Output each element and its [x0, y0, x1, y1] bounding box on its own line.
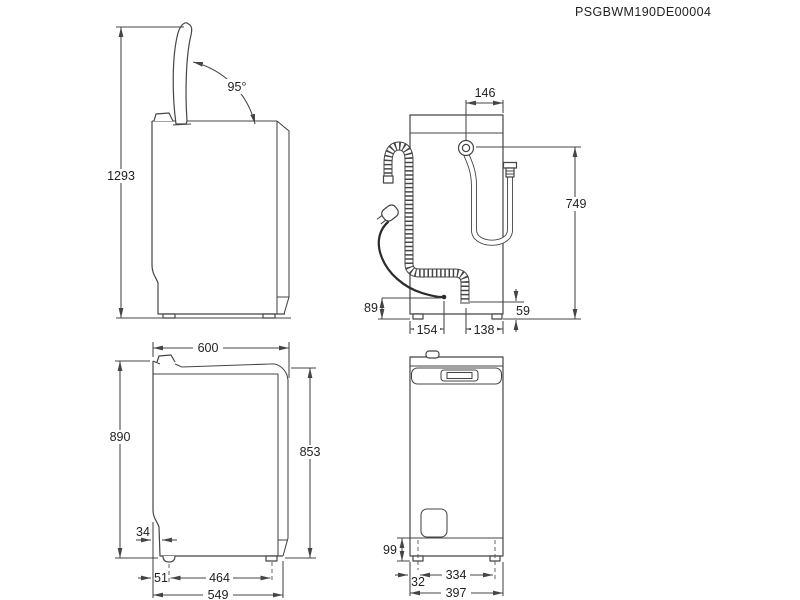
- dim-hose-height: 59: [516, 304, 530, 318]
- inlet-connector-center: [461, 143, 471, 153]
- dim-feet-span: 464: [209, 571, 230, 585]
- label-bg: [561, 197, 590, 211]
- front-foot: [162, 555, 176, 563]
- cord-end: [441, 294, 447, 300]
- dim-total-height: 1293: [107, 169, 135, 183]
- view-rear: 146 749 89 59 154 138: [364, 86, 590, 337]
- label-bg: [295, 445, 325, 459]
- open-lid: [172, 22, 193, 125]
- ext-line: [409, 562, 504, 596]
- program-knob: [425, 350, 440, 359]
- dim-depth: 600: [198, 341, 219, 355]
- lid-edge-band: [410, 367, 503, 385]
- dim-base-depth: 549: [208, 588, 229, 600]
- view-side-closed: 600 890 853 34 51 464 549: [105, 341, 325, 600]
- label-bg: [223, 79, 251, 94]
- document-code: PSGBWM190DE00004: [575, 5, 711, 19]
- view-side-open: 95° 1293: [105, 22, 291, 319]
- dim-cord-height: 89: [364, 301, 378, 315]
- ext-line: [285, 367, 316, 559]
- lid-hinge-line: [172, 123, 192, 126]
- label-bg: [203, 588, 233, 600]
- foot: [491, 313, 503, 320]
- control-knob-bump: [156, 354, 176, 363]
- ext-line: [476, 146, 581, 320]
- label-bg: [105, 430, 135, 444]
- power-plug-icon: [376, 204, 399, 225]
- foot: [162, 313, 176, 319]
- ext-line: [397, 537, 410, 562]
- rear-body-outline: [409, 114, 504, 315]
- dim-foot-offset: 32: [411, 575, 425, 589]
- body-front-outline: [151, 121, 285, 315]
- dim-inlet-height: 749: [566, 197, 587, 211]
- foot: [262, 313, 276, 319]
- latch-bump: [153, 112, 174, 122]
- dim-front-foot-offset: 51: [154, 571, 168, 585]
- body-front-outline: [152, 361, 283, 557]
- rear-foot: [265, 555, 278, 562]
- dim-hose-span: 138: [474, 323, 495, 337]
- body-top-back-outline: [152, 360, 289, 557]
- dim-front-inset: 34: [136, 525, 150, 539]
- label-bg: [471, 323, 497, 336]
- drain-hose: [382, 141, 470, 304]
- label-bg: [414, 323, 440, 336]
- dim-feet-span: 334: [446, 568, 467, 582]
- dim-lid-angle: 95°: [228, 80, 247, 94]
- dim-width: 397: [446, 586, 467, 600]
- inlet-hose-fitting-thread: [505, 167, 515, 178]
- foot: [412, 313, 424, 320]
- dim-height: 890: [110, 430, 131, 444]
- dim-inlet-offset: 146: [475, 86, 496, 100]
- label-bg: [441, 586, 471, 599]
- label-bg: [193, 341, 223, 355]
- dim-rear-height: 853: [300, 445, 321, 459]
- view-front: 99 32 334 397: [383, 350, 504, 600]
- label-bg: [105, 169, 137, 183]
- drain-hose-end-fitting: [382, 175, 394, 184]
- inlet-hose-fitting: [502, 161, 518, 169]
- lid-handle: [440, 369, 479, 382]
- inlet-hose: [463, 152, 518, 246]
- fitting-thread-lines: [506, 170, 514, 175]
- dim-plinth-height: 99: [383, 543, 397, 557]
- lid-handle-recess: [446, 371, 473, 380]
- front-body-outline: [409, 356, 504, 557]
- power-cord: [376, 204, 447, 300]
- ext-line: [378, 297, 441, 320]
- drain-pump-panel: [420, 508, 448, 538]
- dim-cord-span: 154: [417, 323, 438, 337]
